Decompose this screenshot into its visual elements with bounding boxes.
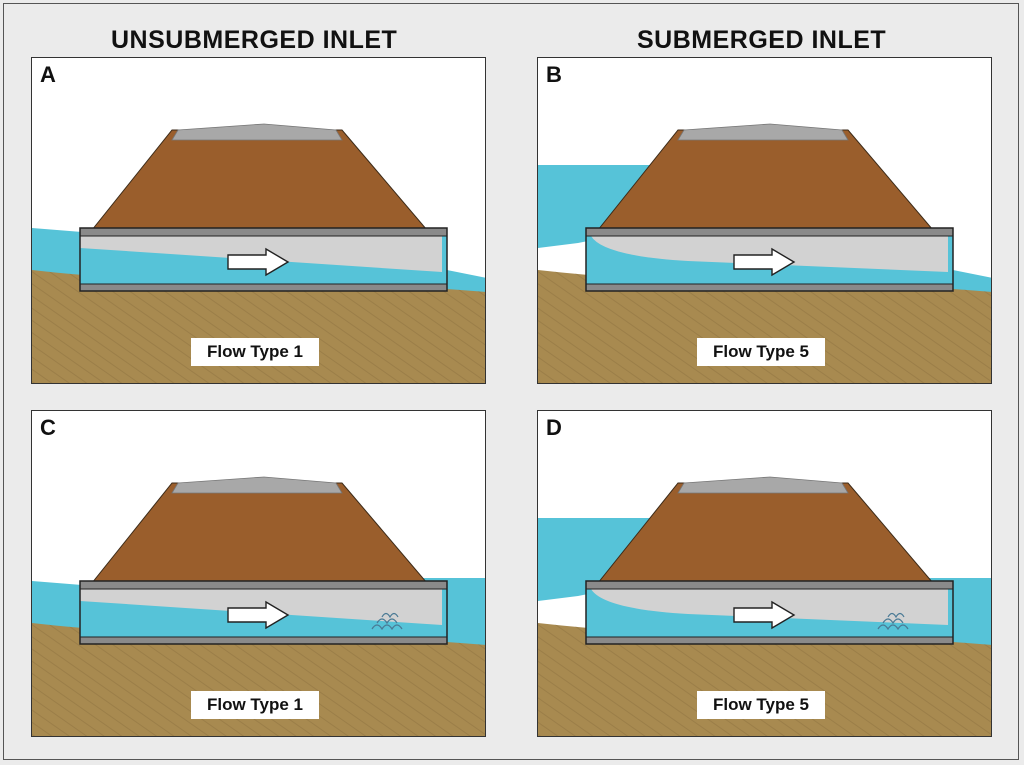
- culvert-top-wall: [585, 580, 954, 590]
- turbulence-wave: [376, 618, 398, 625]
- culvert-bottom-wall: [79, 636, 448, 645]
- headwater: [32, 228, 82, 280]
- panel-a: A Flow Type 1: [31, 57, 486, 384]
- culvert-scene: [538, 476, 991, 736]
- road-surface: [677, 476, 849, 494]
- culvert-air-space: [591, 236, 948, 272]
- flow-arrow-icon: [733, 247, 796, 277]
- culvert-outline: [79, 580, 448, 645]
- road-surface: [677, 123, 849, 141]
- flow-arrow-icon: [227, 600, 290, 630]
- soil-texture: [32, 270, 485, 383]
- culvert-air-space: [80, 236, 442, 272]
- panel-b: B Flow Type 5: [537, 57, 992, 384]
- culvert-bottom-wall: [79, 283, 448, 292]
- turbulence-wave: [371, 624, 403, 631]
- flow-arrow-icon: [227, 247, 290, 277]
- soil-texture: [32, 623, 485, 736]
- road-surface: [171, 123, 343, 141]
- panel-letter: B: [546, 62, 562, 87]
- heading-submerged-inlet: SUBMERGED INLET: [637, 26, 887, 54]
- flow-type-label: Flow Type 5: [697, 691, 825, 719]
- culvert-top-wall: [79, 580, 448, 590]
- panel-letter: A: [40, 62, 56, 87]
- culvert-top-wall: [585, 227, 954, 237]
- flow-type-label: Flow Type 1: [191, 338, 319, 366]
- outlet-turbulence: [877, 612, 909, 631]
- culvert-scene: [32, 123, 485, 383]
- panel-c: C Flow Type 1: [31, 410, 486, 737]
- soil-texture: [538, 623, 991, 736]
- heading-unsubmerged-inlet: UNSUBMERGED INLET: [111, 26, 398, 54]
- turbulence-wave: [381, 612, 399, 619]
- culvert-air-space: [591, 589, 948, 625]
- flow-type-label: Flow Type 1: [191, 691, 319, 719]
- culvert-bottom-wall: [585, 636, 954, 645]
- figure-frame: UNSUBMERGED INLET SUBMERGED INLET A Flow…: [3, 3, 1019, 760]
- headwater: [32, 581, 82, 633]
- culvert-air-space: [80, 589, 442, 625]
- flow-arrow-icon: [733, 600, 796, 630]
- culvert-top-wall: [79, 227, 448, 237]
- culvert-outline: [585, 227, 954, 292]
- culvert-scene: [32, 476, 485, 736]
- culvert-scene: [538, 123, 991, 383]
- road-embankment: [596, 482, 935, 584]
- culvert-outline: [585, 580, 954, 645]
- soil-texture: [538, 270, 991, 383]
- culvert-outline: [79, 227, 448, 292]
- road-embankment: [90, 482, 429, 584]
- road-surface: [171, 476, 343, 494]
- turbulence-wave: [877, 624, 909, 631]
- culvert-bottom-wall: [585, 283, 954, 292]
- outlet-turbulence: [371, 612, 403, 631]
- flow-type-label: Flow Type 5: [697, 338, 825, 366]
- panel-letter: C: [40, 415, 56, 440]
- road-embankment: [596, 129, 935, 231]
- road-embankment: [90, 129, 429, 231]
- panel-d: D Flow Type 5: [537, 410, 992, 737]
- turbulence-wave: [887, 612, 905, 619]
- turbulence-wave: [882, 618, 904, 625]
- panel-letter: D: [546, 415, 562, 440]
